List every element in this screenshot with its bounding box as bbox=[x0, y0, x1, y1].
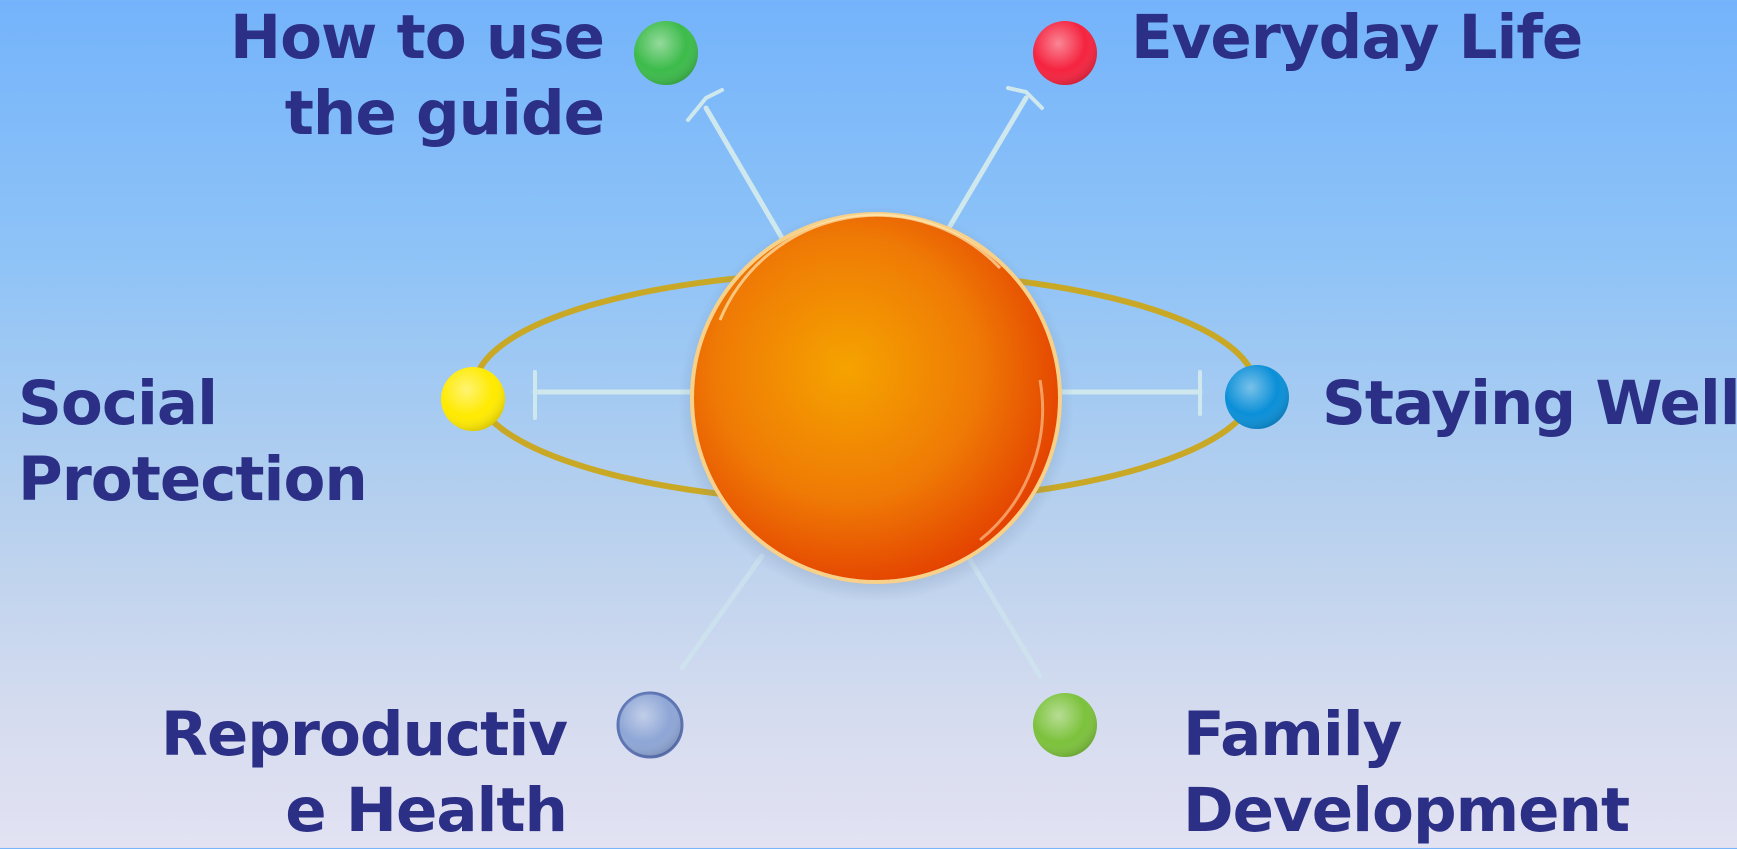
label-social-protection[interactable]: Social Protection bbox=[18, 366, 368, 518]
label-everyday-life-line-1: Everyday Life bbox=[1131, 2, 1583, 73]
dot-family-development[interactable] bbox=[1033, 693, 1097, 757]
label-staying-well[interactable]: Staying Well bbox=[1322, 366, 1737, 442]
connector-how-to-use bbox=[703, 105, 785, 241]
dot-reproductive-health[interactable] bbox=[616, 691, 684, 759]
label-social-protection-line-1: Social bbox=[18, 368, 218, 439]
label-family-development[interactable]: Family Development bbox=[1183, 697, 1630, 849]
connector-lines bbox=[532, 86, 1203, 679]
dot-social-protection[interactable] bbox=[441, 367, 505, 431]
label-reproductive-health[interactable]: Reproductiv e Health bbox=[160, 697, 568, 849]
label-reproductive-health-line-2: e Health bbox=[285, 775, 568, 846]
label-reproductive-health-line-1: Reproductiv bbox=[160, 699, 568, 770]
label-family-development-line-2: Development bbox=[1183, 775, 1630, 846]
label-how-to-use-line-2: the guide bbox=[284, 78, 605, 149]
label-staying-well-line-1: Staying Well bbox=[1322, 368, 1737, 439]
arrowhead-how-to-use bbox=[686, 88, 724, 122]
connector-family bbox=[967, 557, 1043, 679]
label-social-protection-line-2: Protection bbox=[18, 444, 368, 515]
label-how-to-use-line-1: How to use bbox=[230, 2, 605, 73]
label-everyday-life[interactable]: Everyday Life bbox=[1131, 0, 1583, 76]
topic-dots bbox=[441, 21, 1289, 759]
label-how-to-use[interactable]: How to use the guide bbox=[230, 0, 605, 152]
arrowhead-everyday-life bbox=[1006, 86, 1044, 110]
connector-reproductive bbox=[679, 553, 765, 671]
label-family-development-line-1: Family bbox=[1183, 699, 1402, 770]
dot-how-to-use[interactable] bbox=[634, 21, 698, 85]
connector-everyday-life bbox=[947, 95, 1029, 229]
sun-icon[interactable] bbox=[678, 206, 1074, 602]
dot-staying-well[interactable] bbox=[1225, 365, 1289, 429]
dot-everyday-life[interactable] bbox=[1033, 21, 1097, 85]
